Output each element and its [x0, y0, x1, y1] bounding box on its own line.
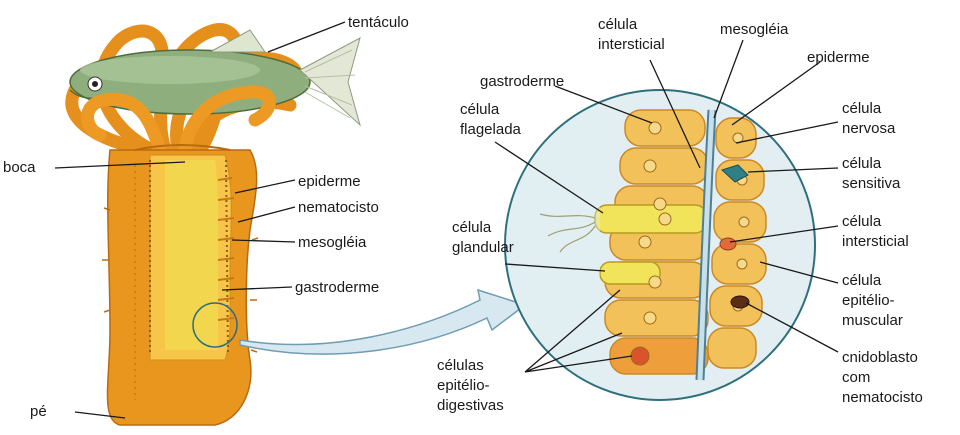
label-mesogleia-right: mesogléia [720, 21, 789, 38]
label-boca: boca [3, 159, 36, 176]
label-celula-nervosa: célula nervosa [842, 100, 896, 137]
label-nematocisto: nematocisto [298, 199, 379, 216]
label-celula-intersticial-top: célula intersticial [598, 16, 665, 53]
label-celulas-epitelio-digestivas: células epitélio- digestivas [437, 357, 504, 414]
label-mesogleia-left: mesogléia [298, 234, 367, 251]
hydra-body [70, 30, 360, 425]
label-celula-sensitiva: célula sensitiva [842, 155, 901, 192]
label-cnidoblasto: cnidoblasto com nematocisto [842, 349, 923, 406]
label-gastroderme-left: gastroderme [295, 279, 379, 296]
label-celula-intersticial-right: célula intersticial [842, 213, 909, 250]
label-pe: pé [30, 403, 47, 420]
label-gastroderme-right: gastroderme [480, 73, 564, 90]
cnidoblast [731, 296, 749, 308]
flagellated-cell [595, 205, 707, 233]
label-celula-epitelio-muscular: célula epitélio- muscular [842, 272, 903, 329]
magnify-arrow [240, 290, 525, 354]
label-tentaculo: tentáculo [348, 14, 409, 31]
label-epiderme-left: epiderme [298, 173, 361, 190]
label-celula-flagelada: célula flagelada [460, 101, 522, 138]
interstitial-cell [720, 238, 736, 250]
label-epiderme-right: epiderme [807, 49, 870, 66]
